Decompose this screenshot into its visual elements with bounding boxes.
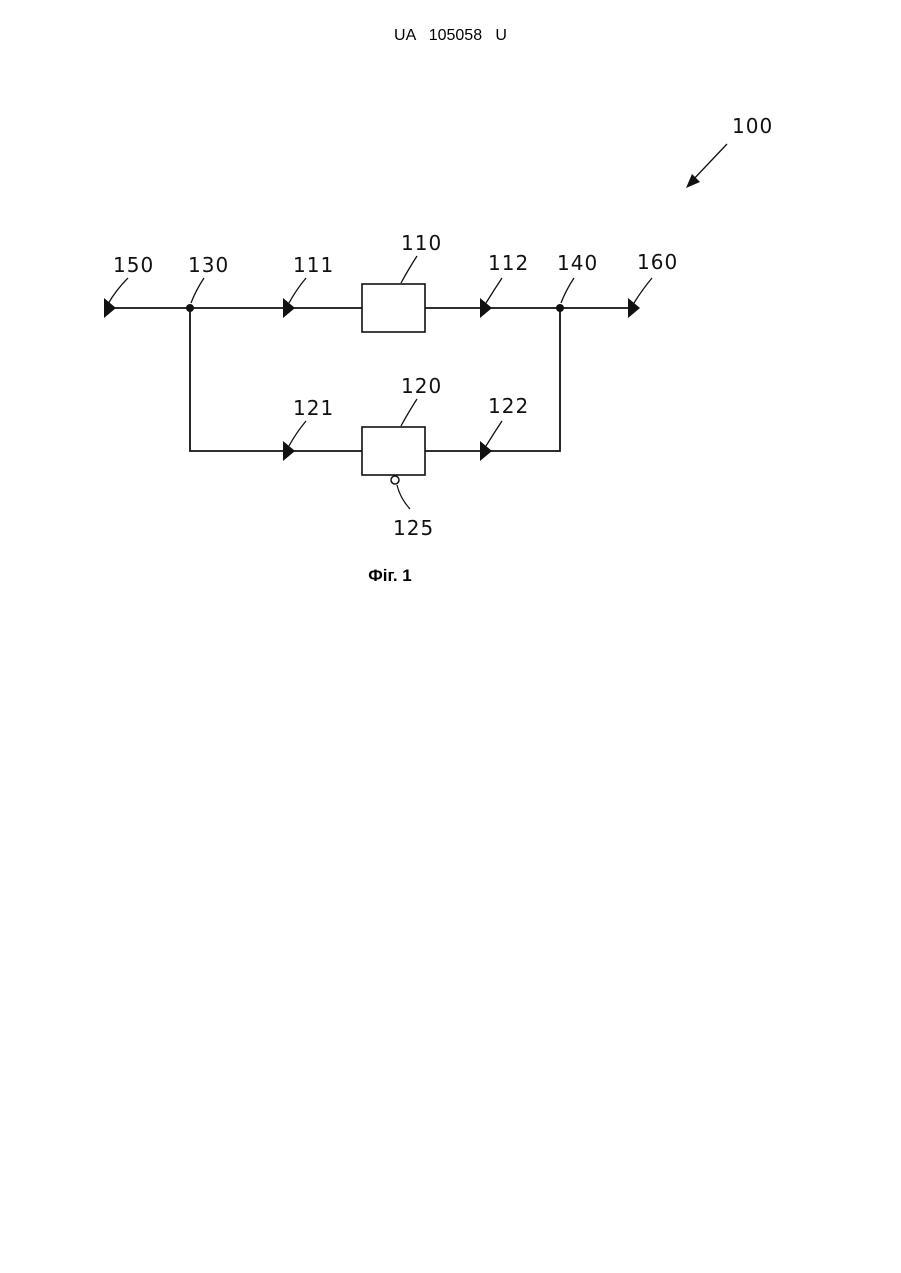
label-111: 111 — [293, 253, 334, 277]
leader-120 — [401, 399, 417, 426]
arrow-112 — [480, 298, 492, 318]
leader-100 — [691, 144, 727, 182]
label-130: 130 — [188, 253, 229, 277]
bottom-wire-left — [190, 308, 362, 451]
leader-160 — [634, 278, 652, 303]
leader-140 — [561, 278, 574, 303]
arrow-121 — [283, 441, 295, 461]
label-110: 110 — [401, 231, 442, 255]
arrow-100 — [686, 174, 700, 188]
label-150: 150 — [113, 253, 154, 277]
block-110 — [362, 284, 425, 332]
label-122: 122 — [488, 394, 529, 418]
label-125: 125 — [393, 516, 434, 540]
figure-caption: Фіг. 1 — [330, 566, 450, 586]
arrow-111 — [283, 298, 295, 318]
junction-130 — [186, 304, 194, 312]
block-120 — [362, 427, 425, 475]
leader-112 — [486, 278, 502, 303]
leader-110 — [401, 256, 417, 283]
label-100: 100 — [732, 114, 773, 138]
leader-150 — [108, 278, 128, 304]
leader-130 — [191, 278, 204, 303]
control-input-125 — [391, 476, 399, 484]
leader-125 — [397, 485, 410, 509]
leader-122 — [486, 421, 502, 446]
label-160: 160 — [637, 250, 678, 274]
label-121: 121 — [293, 396, 334, 420]
leader-121 — [289, 421, 306, 446]
label-120: 120 — [401, 374, 442, 398]
arrow-160 — [628, 298, 640, 318]
bottom-wire-right — [425, 308, 560, 451]
junction-140 — [556, 304, 564, 312]
label-140: 140 — [557, 251, 598, 275]
arrow-122 — [480, 441, 492, 461]
leader-111 — [289, 278, 306, 303]
label-112: 112 — [488, 251, 529, 275]
